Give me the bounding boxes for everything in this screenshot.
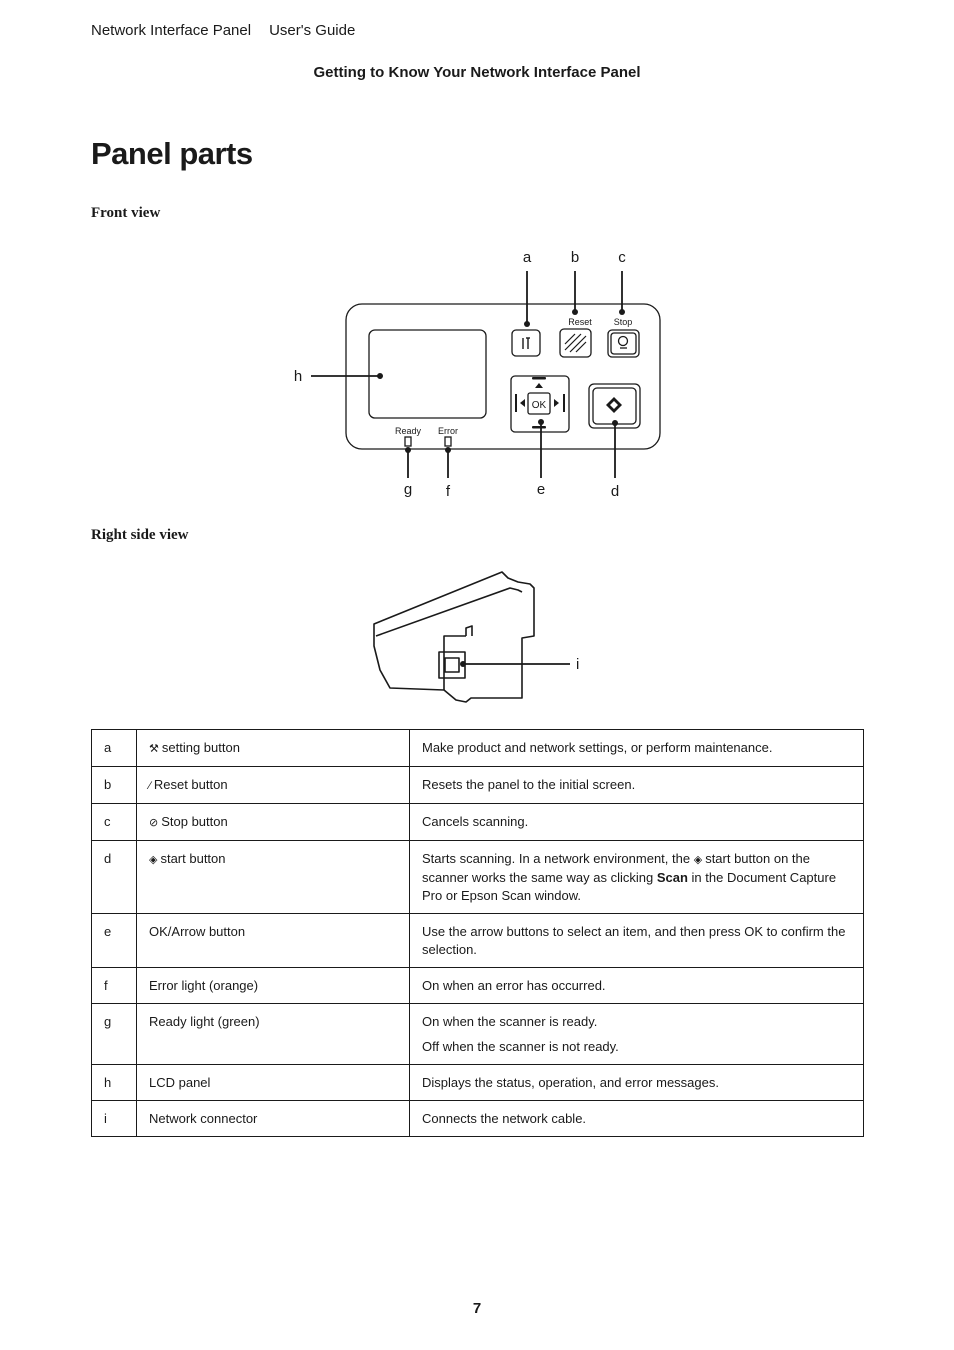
setting-icon (522, 337, 530, 349)
row-name: Stop button (161, 814, 228, 829)
row-name: LCD panel (136, 1064, 410, 1101)
setting-button-shape (511, 329, 541, 357)
running-header: Network Interface Panel User's Guide (91, 22, 355, 39)
row-description: Connects the network cable. (409, 1100, 864, 1137)
caption-ok: OK (532, 400, 547, 411)
label-a: a (523, 249, 532, 266)
row-name: setting button (161, 740, 240, 755)
table-row: h LCD panel Displays the status, operati… (91, 1064, 864, 1101)
row-name: Reset button (153, 777, 228, 792)
start-icon: ◈ (149, 854, 158, 866)
device-outline (373, 571, 535, 703)
page-title: Panel parts (91, 136, 253, 171)
table-row: c ⊘Stop button Cancels scanning. (91, 803, 864, 841)
row-name: Error light (orange) (136, 967, 410, 1004)
table-row: g Ready light (green) On when the scanne… (91, 1003, 864, 1065)
setting-icon: ⚒ (149, 743, 159, 755)
label-c: c (618, 249, 626, 266)
start-icon: ◈ (693, 854, 703, 866)
row-description: Resets the panel to the initial screen. (409, 766, 864, 804)
row-description-2: Off when the scanner is not ready. (422, 1039, 619, 1054)
row-name: OK/Arrow button (136, 913, 410, 968)
caption-stop: Stop (614, 317, 633, 327)
row-key: c (91, 803, 137, 841)
label-h: h (294, 368, 302, 385)
table-row: i Network connector Connects the network… (91, 1100, 864, 1137)
front-view-heading: Front view (91, 205, 161, 221)
row-description: Displays the status, operation, and erro… (409, 1064, 864, 1101)
row-key: d (91, 840, 137, 914)
lcd-screen (368, 329, 487, 419)
label-d: d (611, 483, 619, 500)
row-description: Make product and network settings, or pe… (409, 729, 864, 767)
caption-reset: Reset (568, 317, 592, 327)
reset-button-shape (559, 328, 592, 358)
header-guide: User's Guide (269, 22, 356, 39)
row-description: On when an error has occurred. (409, 967, 864, 1004)
reset-icon: ∕ (149, 780, 151, 792)
table-row: a ⚒setting button Make product and netwo… (91, 729, 864, 767)
ok-arrow-button-shape (510, 375, 570, 433)
row-key: b (91, 766, 137, 804)
stop-icon: ⊘ (149, 817, 159, 829)
label-g: g (404, 481, 412, 498)
parts-table: a ⚒setting button Make product and netwo… (91, 729, 864, 1137)
front-view-diagram: a b c h g f e d Reset Stop Ready Error O… (294, 249, 661, 500)
row-description: On when the scanner is ready. (422, 1014, 598, 1029)
row-key: f (91, 967, 137, 1004)
row-key: g (91, 1003, 137, 1065)
table-row: b ∕Reset button Resets the panel to the … (91, 766, 864, 804)
row-name: start button (160, 851, 226, 866)
row-key: i (91, 1100, 137, 1137)
side-view-diagram: i (373, 571, 579, 703)
row-description: Cancels scanning. (409, 803, 864, 841)
label-b: b (571, 249, 579, 266)
table-row: e OK/Arrow button Use the arrow buttons … (91, 913, 864, 968)
table-row: f Error light (orange) On when an error … (91, 967, 864, 1004)
table-row: d ◈start button Starts scanning. In a ne… (91, 840, 864, 914)
ok-button-shape (527, 392, 551, 415)
side-view-heading: Right side view (91, 527, 189, 543)
caption-error: Error (438, 426, 458, 436)
row-key: h (91, 1064, 137, 1101)
row-description: Use the arrow buttons to select an item,… (409, 913, 864, 968)
stop-button-shape (607, 329, 640, 358)
header-product: Network Interface Panel (91, 22, 252, 39)
chapter-title: Getting to Know Your Network Interface P… (313, 64, 641, 81)
label-e: e (537, 481, 545, 498)
row-description: Starts scanning. In a network environmen… (409, 840, 864, 914)
label-f: f (446, 483, 451, 500)
start-icon (606, 397, 622, 413)
page-number: 7 (472, 1300, 482, 1317)
row-key: e (91, 913, 137, 968)
row-name: Network connector (136, 1100, 410, 1137)
row-name: Ready light (green) (136, 1003, 410, 1065)
label-i: i (576, 656, 579, 673)
row-key: a (91, 729, 137, 767)
caption-ready: Ready (395, 426, 422, 436)
